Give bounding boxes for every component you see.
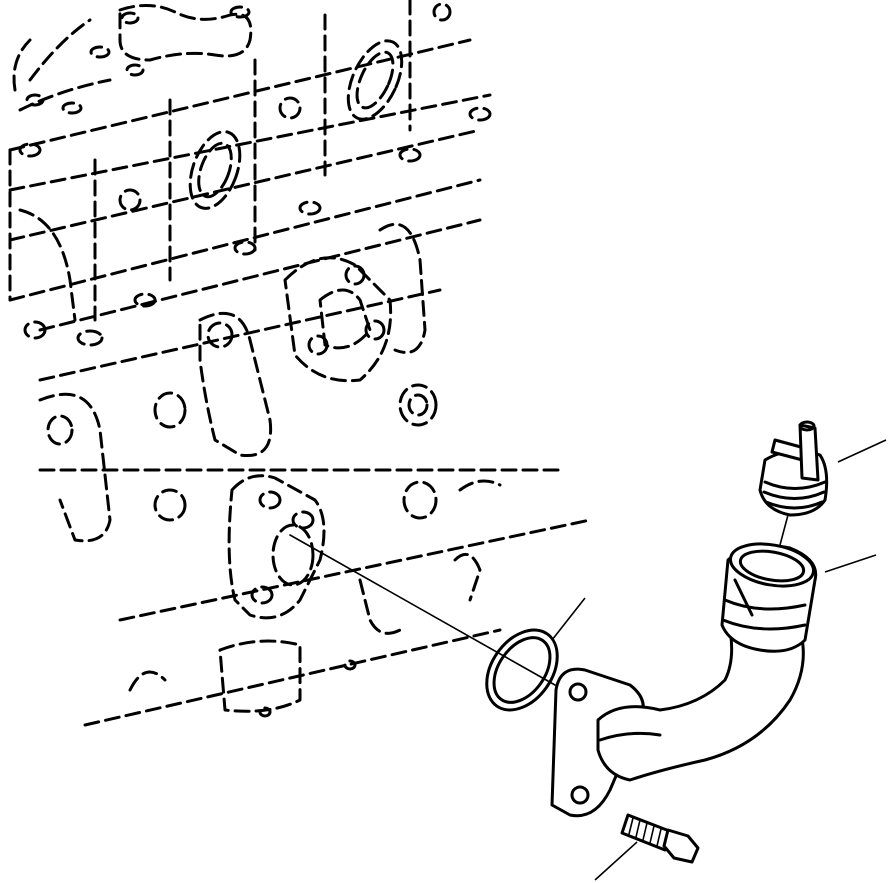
flange-bolt (620, 813, 700, 864)
callout-leaders (551, 439, 887, 881)
leader-filler-tube (824, 554, 877, 573)
assembly-center-line (289, 534, 556, 686)
leader-bolt (594, 841, 638, 881)
leader-filler-cap (837, 439, 887, 463)
engine-block (8, 0, 592, 727)
o-ring-gasket (485, 628, 559, 712)
mounting-pad (227, 474, 326, 620)
leader-o-ring (551, 597, 586, 641)
filler-cap (758, 420, 829, 517)
oil-filler-tube (550, 542, 818, 818)
